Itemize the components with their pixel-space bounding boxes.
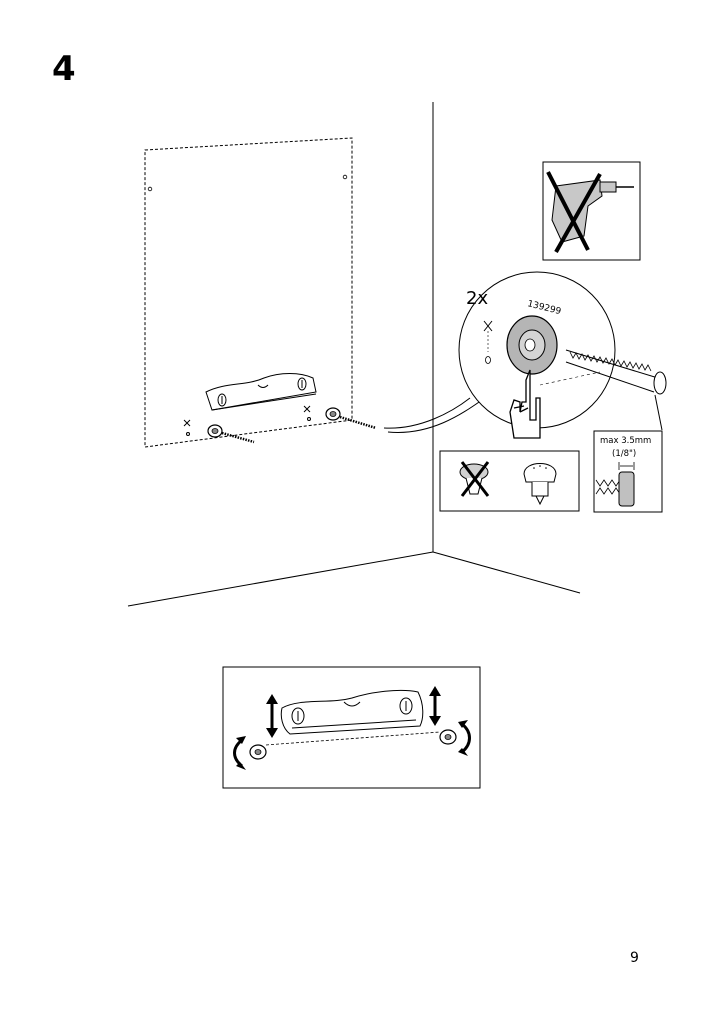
quantity-label: 2x (466, 288, 488, 309)
finger-tighten-hand-icon (509, 369, 541, 439)
hand-knob-icon (523, 463, 557, 506)
screw-spec-box (593, 394, 663, 513)
screw-right (325, 407, 377, 430)
step-number: 4 (52, 49, 76, 89)
screw-max-label: max 3.5mm (600, 436, 651, 446)
detail-circle (458, 271, 667, 429)
spirit-level (205, 373, 317, 411)
vertical-adjust-arrow-icon (266, 686, 441, 738)
page-number: 9 (630, 950, 639, 966)
phillips-screwdriver-prohibited-icon (459, 461, 490, 497)
spirit-level-icon (280, 689, 424, 735)
tool-comparison-box (439, 450, 580, 512)
screw-max-label-inch: (1/8") (612, 449, 636, 459)
detail-callout-tail (383, 397, 483, 433)
drill-marks (183, 405, 311, 436)
drill-prohibited-icon (542, 161, 641, 261)
adjustment-detail-box (222, 666, 481, 789)
cabinet-outline (144, 137, 353, 448)
rotate-arrow-icon (233, 720, 471, 770)
room-corner (127, 102, 581, 607)
screw-left (207, 424, 255, 444)
